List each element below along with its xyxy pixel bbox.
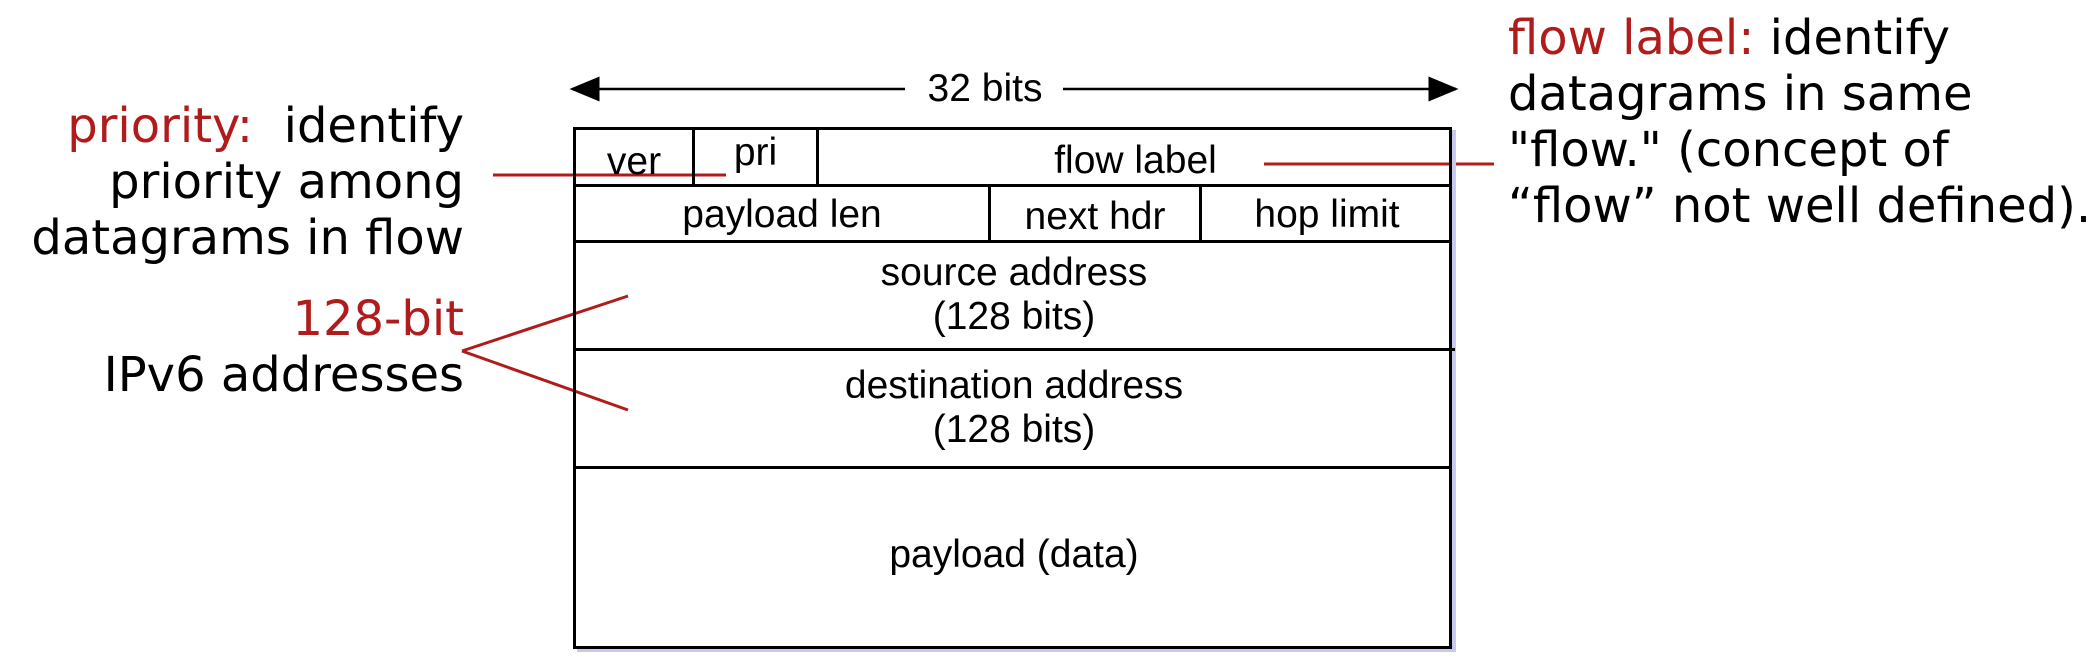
column-divider xyxy=(692,127,695,185)
row-divider xyxy=(573,184,1452,187)
row-divider xyxy=(573,348,1455,351)
destination-address-connector xyxy=(461,349,629,412)
field-hop-limit: hop limit xyxy=(1254,193,1400,236)
field-ver: ver xyxy=(606,140,662,183)
flow-label-text-line2: datagrams in same xyxy=(1508,66,1973,122)
field-destination-address: destination address (128 bits) xyxy=(576,357,1452,459)
source-address-connector xyxy=(461,294,629,353)
source-address-bits: (128 bits) xyxy=(932,295,1096,338)
source-address-label: source address xyxy=(880,251,1148,294)
row-divider xyxy=(573,466,1452,469)
column-divider xyxy=(816,127,819,185)
ipv6-header-box xyxy=(573,127,1452,649)
priority-text-line1: identify xyxy=(283,98,464,154)
field-payload-len: payload len xyxy=(682,193,882,236)
addresses-annotation: 128-bit IPv6 addresses xyxy=(104,291,464,403)
priority-annotation: priority: identify priority among datagr… xyxy=(31,98,464,266)
flow-label-annotation: flow label: identify datagrams in same "… xyxy=(1508,10,2091,234)
field-flow-label: flow label xyxy=(1054,139,1217,182)
flow-label-text-line3: "flow." (concept of xyxy=(1508,122,1949,178)
row-divider xyxy=(573,240,1452,243)
width-label: 32 bits xyxy=(927,67,1043,110)
destination-address-label: destination address xyxy=(844,364,1184,407)
field-pri: pri xyxy=(733,131,778,174)
flow-label-term: flow label: xyxy=(1508,10,1755,66)
addresses-term: 128-bit xyxy=(292,291,464,347)
field-payload: payload (data) xyxy=(889,533,1139,576)
addresses-text: IPv6 addresses xyxy=(103,347,464,403)
destination-address-bits: (128 bits) xyxy=(932,408,1096,451)
priority-term: priority: xyxy=(67,98,254,154)
field-next-hdr: next hdr xyxy=(1024,195,1166,238)
flow-label-text-line4: “flow” not well defined). xyxy=(1508,178,2092,234)
priority-text-line3: datagrams in flow xyxy=(31,210,464,266)
priority-text-line2: priority among xyxy=(109,154,464,210)
column-divider xyxy=(1199,184,1202,241)
flow-label-text-line1: identify xyxy=(1769,10,1951,66)
field-source-address: source address (128 bits) xyxy=(576,245,1452,345)
column-divider xyxy=(988,184,991,241)
